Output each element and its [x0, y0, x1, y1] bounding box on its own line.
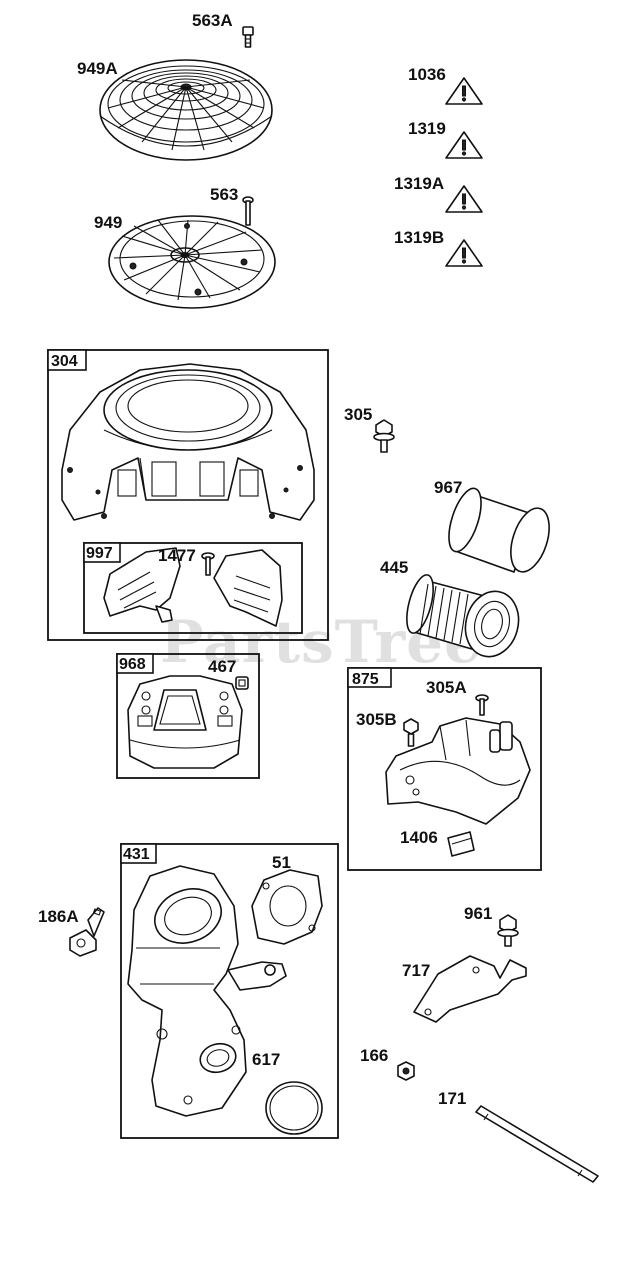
part-949A-rotating-screen[interactable] [99, 59, 273, 161]
label-961: 961 [464, 904, 492, 923]
box-304-label: 304 [51, 353, 78, 370]
label-305A: 305A [426, 678, 467, 697]
box-968-label: 968 [119, 656, 146, 673]
box-997 [83, 542, 303, 634]
label-1319A: 1319A [394, 174, 444, 193]
label-949: 949 [94, 213, 122, 232]
label-617: 617 [252, 1050, 280, 1069]
box-304-tag [47, 349, 87, 371]
part-305B-screw[interactable] [403, 718, 419, 747]
part-617-o-ring[interactable] [265, 1081, 323, 1135]
label-949A: 949A [77, 59, 118, 78]
label-563A: 563A [192, 11, 233, 30]
part-51-gasket[interactable] [251, 869, 323, 945]
part-445-air-filter[interactable] [402, 572, 526, 662]
part-875-air-cleaner-base[interactable] [385, 717, 531, 825]
part-467-knob[interactable] [235, 676, 249, 690]
part-1477-screw[interactable] [201, 552, 215, 576]
part-563-screw[interactable] [242, 196, 254, 226]
box-968 [116, 653, 260, 779]
box-997-label: 997 [86, 545, 113, 562]
part-186A-fitting[interactable] [69, 907, 105, 957]
part-997-air-guide-right[interactable] [213, 549, 283, 627]
part-305-screw[interactable] [373, 419, 395, 453]
part-166-nut[interactable] [397, 1061, 415, 1081]
part-967-pre-cleaner[interactable] [442, 485, 556, 577]
part-171-stud[interactable] [475, 1105, 599, 1183]
part-997-air-guide-left[interactable] [103, 547, 181, 623]
label-1477: 1477 [158, 546, 196, 565]
label-305: 305 [344, 405, 372, 424]
part-1406-seal[interactable] [447, 831, 475, 857]
part-563A-screw[interactable] [242, 26, 254, 48]
label-467: 467 [208, 657, 236, 676]
box-997-tag [83, 542, 121, 563]
label-305B: 305B [356, 710, 397, 729]
label-445: 445 [380, 558, 408, 577]
label-563: 563 [210, 185, 238, 204]
box-875-tag [347, 667, 392, 688]
label-967: 967 [434, 478, 462, 497]
label-166: 166 [360, 1046, 388, 1065]
label-1319: 1319 [408, 119, 446, 138]
label-1036: 1036 [408, 65, 446, 84]
box-431-tag [120, 843, 157, 864]
part-431-intake-elbow[interactable] [127, 865, 287, 1117]
box-968-tag [116, 653, 154, 674]
label-717: 717 [402, 961, 430, 980]
label-171: 171 [438, 1089, 466, 1108]
part-961-screw[interactable] [497, 914, 519, 947]
box-875 [347, 667, 542, 871]
label-51: 51 [272, 853, 291, 872]
part-968-air-cleaner-cover[interactable] [127, 675, 243, 769]
label-1319B: 1319B [394, 228, 444, 247]
warning-icon-1319[interactable] [445, 131, 483, 159]
warning-icon-1036[interactable] [445, 77, 483, 105]
warning-icon-1319B[interactable] [445, 239, 483, 267]
box-431 [120, 843, 339, 1139]
part-305A-screw[interactable] [475, 694, 489, 716]
box-304 [47, 349, 329, 641]
part-717-bracket[interactable] [413, 955, 527, 1023]
box-875-label: 875 [352, 671, 379, 688]
label-186A: 186A [38, 907, 79, 926]
part-304-blower-housing[interactable] [61, 363, 315, 521]
part-949-fan[interactable] [108, 215, 276, 309]
box-431-label: 431 [123, 846, 150, 863]
warning-icon-1319A[interactable] [445, 185, 483, 213]
label-1406: 1406 [400, 828, 438, 847]
